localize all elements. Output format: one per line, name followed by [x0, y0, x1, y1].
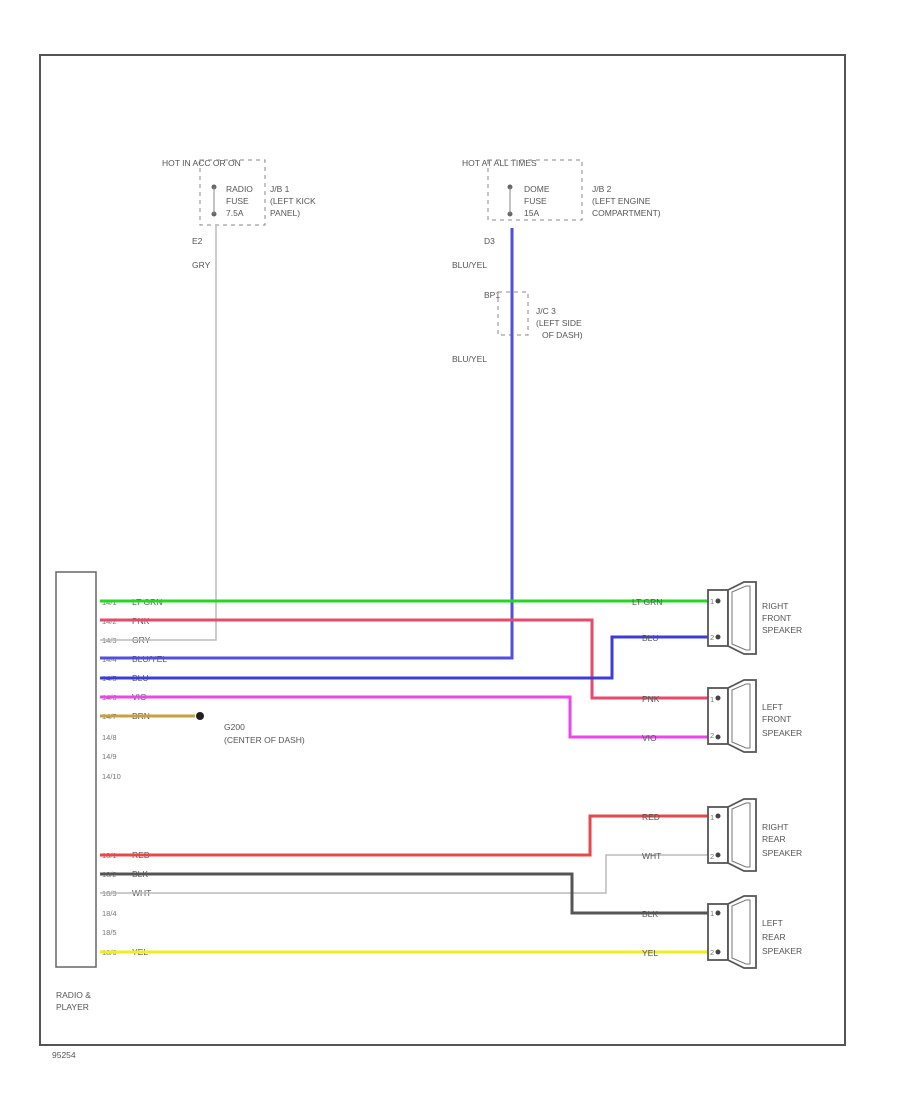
radio-pin: 14/8	[102, 733, 117, 742]
hot-right-jc-pin: BP1	[484, 290, 500, 300]
speaker-terminal	[715, 634, 721, 640]
ground-id: G200	[224, 722, 245, 732]
speaker-label: SPEAKER	[762, 946, 802, 956]
speaker-cone	[727, 679, 757, 753]
hot-left-wire-color: GRY	[192, 260, 211, 270]
radio-pin: 14/9	[102, 752, 117, 761]
wire-vio	[100, 695, 718, 739]
speaker-label: FRONT	[762, 714, 791, 724]
speaker-pin: 2	[710, 731, 714, 740]
speaker-left-rear: 1 2	[707, 895, 757, 969]
hot-left-jb-line-3: PANEL)	[270, 208, 300, 218]
speaker-label: SPEAKER	[762, 625, 802, 635]
diagram-frame	[39, 54, 846, 1046]
hot-right-jb-line-3: COMPARTMENT)	[592, 208, 661, 218]
ground-point	[196, 712, 204, 720]
speaker-terminal	[715, 852, 721, 858]
speaker-right-rear: 1 2	[707, 798, 757, 872]
speaker-label: LEFT	[762, 702, 783, 712]
speaker-wire-color: WHT	[642, 851, 661, 861]
wire-wht	[100, 854, 718, 894]
hot-left-label: HOT IN ACC OR ON	[162, 158, 241, 168]
wire-blk	[100, 872, 718, 915]
hot-left-pin: E2	[192, 236, 203, 246]
hot-right-jc-line-1: J/C 3	[536, 306, 556, 316]
wire-gry	[100, 225, 217, 641]
speaker-pin: 2	[710, 633, 714, 642]
speaker-pin: 2	[710, 948, 714, 957]
speaker-terminal	[715, 813, 721, 819]
radio-player-box	[55, 571, 97, 968]
jc-bracket	[497, 291, 529, 336]
wire-red	[100, 814, 718, 857]
speaker-terminal	[715, 695, 721, 701]
hot-right-jc-line-2: (LEFT SIDE	[536, 318, 582, 328]
speaker-right-front: 1 2	[707, 581, 757, 655]
speaker-wire-color: BLK	[642, 909, 658, 919]
speaker-label: LEFT	[762, 918, 783, 928]
hot-right-jb-line-1: J/B 2	[592, 184, 612, 194]
wire-blu	[100, 635, 718, 680]
hot-right-wire-color-bottom: BLU/YEL	[452, 354, 487, 364]
speaker-cone	[727, 798, 757, 872]
speaker-terminal	[715, 734, 721, 740]
speaker-label: REAR	[762, 932, 786, 942]
speaker-label: RIGHT	[762, 601, 788, 611]
hot-left-fuse-line-2: FUSE	[226, 196, 249, 206]
hot-right-fuse-line-2: FUSE	[524, 196, 547, 206]
speaker-label: SPEAKER	[762, 848, 802, 858]
speaker-wire-color: BLU	[642, 633, 659, 643]
speaker-label: FRONT	[762, 613, 791, 623]
hot-right-label: HOT AT ALL TIMES	[462, 158, 537, 168]
hot-left-jb-line-2: (LEFT KICK	[270, 196, 316, 206]
radio-pin: 18/5	[102, 928, 117, 937]
hot-right-fuse-line-3: 15A	[524, 208, 539, 218]
wire-blu-yel	[100, 228, 514, 660]
hot-right-wire-color-top: BLU/YEL	[452, 260, 487, 270]
speaker-wire-color: VIO	[642, 733, 657, 743]
speaker-pin: 1	[710, 695, 714, 704]
speaker-label: SPEAKER	[762, 728, 802, 738]
speaker-pin: 1	[710, 909, 714, 918]
speaker-wire-color: PNK	[642, 694, 660, 704]
hot-right-fuse-line-1: DOME	[524, 184, 550, 194]
radio-pin: 14/10	[102, 772, 121, 781]
hot-right-jb-line-2: (LEFT ENGINE	[592, 196, 651, 206]
hot-left-bracket	[199, 159, 266, 226]
wire-pnk	[100, 618, 718, 700]
radio-pin: 18/4	[102, 909, 117, 918]
speaker-pin: 1	[710, 597, 714, 606]
speaker-wire-color: YEL	[642, 948, 658, 958]
hot-right-jc-line-3: OF DASH)	[542, 330, 583, 340]
speaker-inner	[731, 899, 751, 965]
speaker-cone	[727, 895, 757, 969]
speaker-left-front: 1 2	[707, 679, 757, 753]
speaker-terminal	[715, 598, 721, 604]
hot-right-pin: D3	[484, 236, 495, 246]
speaker-label: REAR	[762, 834, 786, 844]
radio-label-line-2: PLAYER	[56, 1002, 89, 1012]
footer-code: 95254	[52, 1050, 76, 1060]
speaker-terminal	[715, 949, 721, 955]
speaker-inner	[731, 585, 751, 651]
radio-pins: 14/1 LT GRN 14/2 PNK 14/3 GRY 14/4 BLU/Y…	[102, 597, 167, 957]
radio-label-line-1: RADIO &	[56, 990, 91, 1000]
speaker-pin: 2	[710, 852, 714, 861]
speaker-inner	[731, 683, 751, 749]
speaker-label: RIGHT	[762, 822, 788, 832]
speaker-wire-color: LT GRN	[632, 597, 662, 607]
hot-right-bracket	[487, 159, 583, 221]
speaker-cone	[727, 581, 757, 655]
speaker-terminal	[715, 910, 721, 916]
speaker-wire-color: RED	[642, 812, 660, 822]
speaker-pin: 1	[710, 813, 714, 822]
hot-left-fuse-line-1: RADIO	[226, 184, 253, 194]
ground-location: (CENTER OF DASH)	[224, 735, 305, 745]
speaker-inner	[731, 802, 751, 868]
hot-left-fuse-line-3: 7.5A	[226, 208, 244, 218]
hot-left-jb-line-1: J/B 1	[270, 184, 290, 194]
